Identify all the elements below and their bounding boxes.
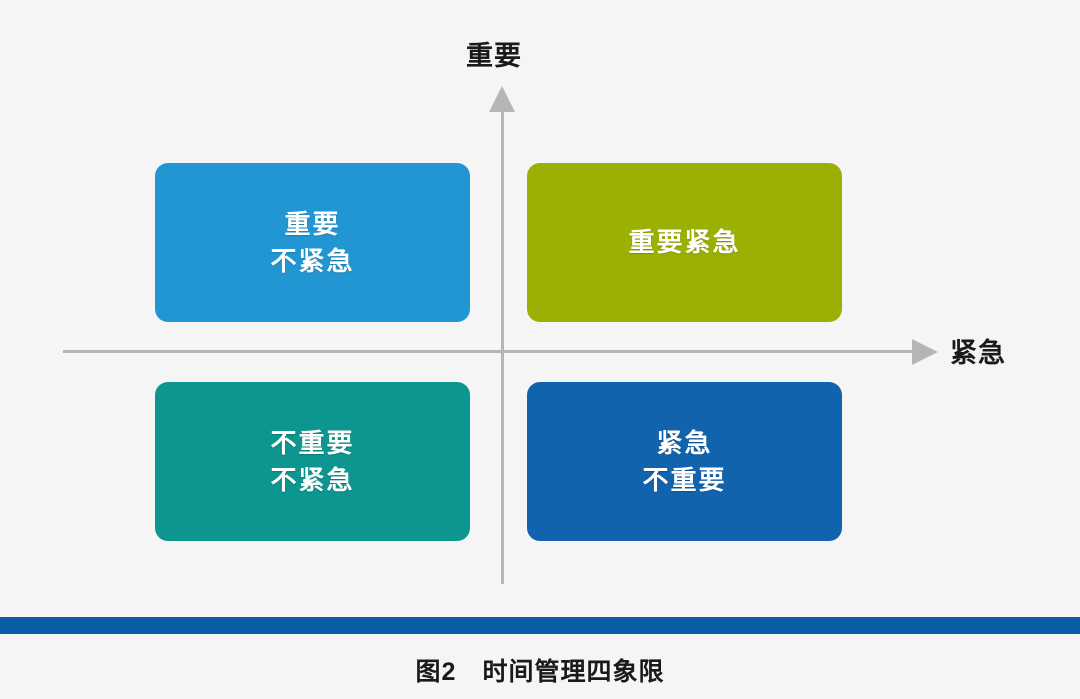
quadrant-diagram: 重要 紧急 重要 不紧急 重要紧急 不重要 不紧急 紧急 不重要 — [63, 41, 1006, 584]
quadrant-important-not-urgent[interactable]: 重要 不紧急 — [155, 163, 478, 322]
arrow-up-icon — [489, 86, 515, 112]
quadrant-label-line-1: 紧急 — [656, 427, 713, 458]
horizontal-axis-line — [63, 350, 916, 353]
quadrant-urgent-not-important[interactable]: 紧急 不重要 — [527, 382, 850, 541]
figure-caption: 图2 时间管理四象限 — [0, 652, 1080, 688]
quadrant-3d-edge — [838, 389, 850, 534]
horizontal-axis-label: 紧急 — [950, 338, 1006, 368]
divider-bar — [0, 617, 1080, 634]
figure-title: 时间管理四象限 — [482, 658, 665, 686]
quadrant-3d-edge — [466, 389, 478, 534]
quadrant-label-line-2: 不紧急 — [270, 464, 355, 495]
quadrant-3d-edge — [838, 170, 850, 315]
quadrant-label-line-1: 重要紧急 — [628, 227, 741, 258]
quadrant-label-line-1: 不重要 — [270, 427, 355, 458]
quadrant-3d-edge — [466, 170, 478, 315]
quadrant-label-line-2: 不紧急 — [270, 245, 355, 276]
quadrant-important-urgent[interactable]: 重要紧急 — [527, 163, 850, 322]
quadrant-label-line-2: 不重要 — [642, 464, 727, 495]
quadrant-not-important-not-urgent[interactable]: 不重要 不紧急 — [155, 382, 478, 541]
quadrant-label-line-1: 重要 — [284, 208, 341, 239]
vertical-axis-line — [501, 110, 504, 584]
vertical-axis-label: 重要 — [466, 41, 522, 71]
figure-number: 图2 — [415, 658, 457, 686]
arrow-right-icon — [912, 339, 938, 365]
